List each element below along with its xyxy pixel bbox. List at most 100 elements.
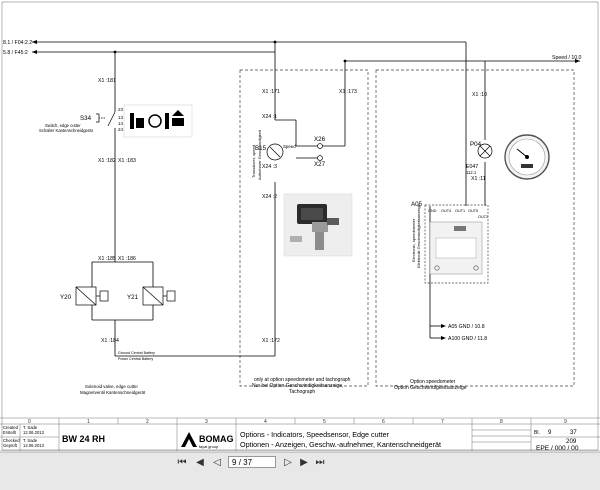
speedometer-note-en: Option speedometer bbox=[410, 379, 456, 385]
checked-by: T. Sade bbox=[23, 438, 38, 443]
x26-tag: X26 bbox=[314, 136, 326, 143]
x24-terminal-label: X24 :1 bbox=[262, 114, 277, 120]
a05-gnd-ref: A05 GND / 10.8 bbox=[448, 324, 485, 330]
p04-indicator-lamp[interactable] bbox=[477, 143, 493, 159]
previous-icon[interactable]: ◁ bbox=[213, 457, 221, 468]
a05-module-picture bbox=[429, 221, 483, 275]
a05-tag: A05 bbox=[411, 201, 423, 208]
column-numbers: 0 1 2 3 4 5 6 7 8 9 bbox=[28, 419, 567, 425]
x26-x27-plugs bbox=[317, 143, 323, 161]
a05-pin-label: OUT4 bbox=[441, 209, 451, 213]
document-number: 209 bbox=[566, 438, 577, 445]
s34-pin-label: 14 bbox=[118, 121, 124, 126]
speedometer-gauge-picture bbox=[504, 134, 550, 180]
solenoid-desc-en: Solenoid valve, edge cutter bbox=[85, 384, 139, 389]
a05-pin-label: GND bbox=[428, 209, 437, 213]
column-number: 7 bbox=[441, 419, 444, 425]
s34-tag: S34 bbox=[80, 115, 92, 122]
sheet-label: Bl. bbox=[534, 430, 540, 436]
x1-terminal-label: X1 :171 bbox=[262, 89, 280, 95]
brand-sub: fayat group bbox=[199, 445, 218, 449]
a05-desc-de: Elektronik Geschwindigkeitsanzeige bbox=[416, 203, 421, 268]
top-rails bbox=[32, 41, 580, 62]
checked-label-de: Geprüft bbox=[3, 443, 18, 448]
tachograph-note-de: Nur bei Option Geschwindigkeitsanzeige, bbox=[252, 383, 343, 389]
solenoid-desc-de: Magnetventil Kantenschneidgerät bbox=[80, 390, 146, 395]
y21-tag: Y21 bbox=[127, 294, 139, 301]
x24-terminal-label: X24 :2 bbox=[262, 194, 277, 200]
checked-label: Checked bbox=[3, 438, 20, 443]
brand-name: BOMAG bbox=[199, 434, 234, 444]
model-name: BW 24 RH bbox=[62, 434, 105, 444]
p04-tag: P04 bbox=[470, 141, 482, 148]
a05-pin-label: OUT2 bbox=[478, 215, 488, 219]
x1-terminal-label: X1 :181 bbox=[98, 78, 116, 84]
x1-terminal-label: X1 :182 bbox=[98, 158, 116, 164]
column-number: 9 bbox=[564, 419, 567, 425]
b15-desc-de: Aufnehmer Geschwindigkeit bbox=[257, 129, 262, 180]
column-number: 4 bbox=[264, 419, 267, 425]
rail-arrows bbox=[32, 40, 580, 63]
rail-label-top1: 8.1 / F04:2.2 bbox=[3, 40, 32, 46]
column-ruler bbox=[0, 417, 600, 425]
created-by: T. Sade bbox=[23, 425, 38, 430]
power-legend: Power Central Battery bbox=[118, 357, 153, 361]
sheet-frame bbox=[1, 1, 599, 451]
s34-switch-symbol[interactable] bbox=[96, 111, 116, 127]
column-number: 6 bbox=[382, 419, 385, 425]
created-date: 12.06.2013 bbox=[23, 430, 45, 435]
e047-ref: 112.1 bbox=[466, 170, 477, 175]
x1-terminal-label: X1 :10 bbox=[472, 92, 487, 98]
page-total: / 37 bbox=[238, 458, 253, 467]
y20-tag: Y20 bbox=[60, 294, 72, 301]
x1-terminal-label: X1 :172 bbox=[262, 338, 280, 344]
ground-legend: Ground Central Battery bbox=[118, 351, 155, 355]
speedometer-option-box bbox=[375, 69, 575, 387]
page-number-input[interactable]: 9 / 37 bbox=[228, 456, 276, 468]
s34-desc-de: Schalter Kantenschneidgerät bbox=[39, 128, 94, 133]
next-page-button[interactable]: ▷ bbox=[284, 457, 292, 468]
x27-tag: X27 bbox=[314, 161, 326, 168]
b15-desc-en: Transducer, speed bbox=[251, 145, 256, 178]
speedometer-note-de: Option Geschwindigkeitsanzeige bbox=[394, 385, 467, 391]
rail-label-speed: Speed / 10.0 bbox=[552, 55, 582, 61]
created-label-de: Erstellt bbox=[3, 430, 17, 435]
middle-wiring bbox=[240, 42, 346, 357]
x1-terminal-label: X1 :184 bbox=[101, 338, 119, 344]
speed-sensor-photo bbox=[283, 193, 353, 257]
bomag-logo-icon bbox=[181, 432, 197, 447]
s34-desc-en: Switch, edge cutter bbox=[45, 123, 81, 128]
tachograph-option-box bbox=[239, 69, 369, 387]
page-current: 9 bbox=[232, 458, 237, 467]
x24-terminal-label: X24 :3 bbox=[262, 164, 277, 170]
checked-date: 12.06.2013 bbox=[23, 443, 45, 448]
tachograph-note-de2: Tachograph bbox=[289, 389, 315, 395]
y20-solenoid[interactable] bbox=[75, 286, 109, 306]
right-wiring bbox=[429, 42, 486, 339]
s34-pin-label: 23 bbox=[118, 107, 124, 112]
e047-tag: E047 bbox=[466, 164, 478, 170]
ground-arrows bbox=[441, 324, 446, 340]
a05-pin-label: OUT1 bbox=[455, 209, 465, 213]
sheet-total: 37 bbox=[570, 430, 577, 436]
a05-desc-en: Electronic, speedometer bbox=[411, 218, 416, 262]
y21-solenoid[interactable] bbox=[142, 286, 176, 306]
title-block-grid bbox=[0, 424, 600, 452]
column-number: 2 bbox=[146, 419, 149, 425]
first-page-button[interactable]: ⏮ bbox=[177, 457, 187, 468]
speed-signal-label: Speed bbox=[283, 144, 296, 149]
epe-code: EPE / 000 / 00 bbox=[536, 445, 579, 452]
sheet-title-en: Options - Indicators, Speedsensor, Edge … bbox=[240, 430, 390, 439]
previous-page-button[interactable]: ◀ bbox=[196, 457, 204, 468]
left-wiring bbox=[91, 52, 240, 357]
rail-label-top2: 5.8 / F45:2 bbox=[3, 50, 28, 56]
b15-sensor-symbol[interactable] bbox=[266, 143, 284, 161]
a100-gnd-ref: A100 GND / 11.8 bbox=[448, 336, 487, 342]
a05-module-box[interactable] bbox=[424, 204, 489, 284]
x1-terminal-label: X1 :11 bbox=[471, 176, 486, 182]
next-icon[interactable]: ▶ bbox=[300, 457, 308, 468]
column-number: 5 bbox=[323, 419, 326, 425]
last-page-button[interactable]: ⏭ bbox=[315, 457, 325, 468]
s34-pin-label: 13 bbox=[118, 115, 124, 120]
column-number: 1 bbox=[87, 419, 90, 425]
